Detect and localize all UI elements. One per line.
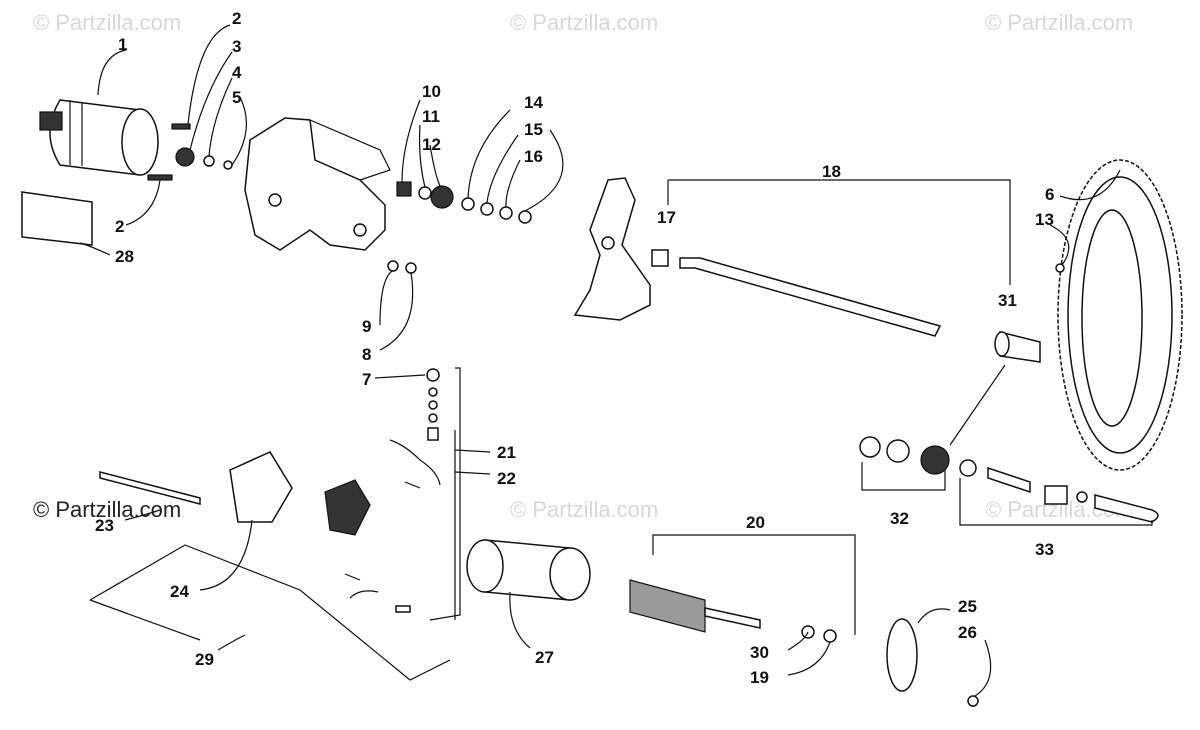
ring-gear-part[interactable] [1057,159,1183,471]
callout-1: 1 [118,35,127,54]
callout-32: 32 [890,509,909,528]
callout-25: 25 [958,597,977,616]
gear-part[interactable] [430,185,454,209]
washer-part[interactable] [428,413,438,423]
washer-part[interactable] [823,629,837,643]
label-part[interactable] [21,191,93,246]
bushing-part[interactable] [396,181,412,197]
washer-part[interactable] [959,459,977,477]
spring-part[interactable] [987,466,1031,494]
washer-part[interactable] [518,210,532,224]
callout-21: 21 [497,443,516,462]
washer-part[interactable] [428,387,438,397]
screw-part[interactable] [395,605,411,613]
pinion-gear-part[interactable] [175,147,195,167]
brush-spring-part[interactable] [344,573,361,581]
callout-16: 16 [524,147,543,166]
shaft-bushing-part[interactable] [651,249,669,267]
callout-30: 30 [750,643,769,662]
starter-motor-part[interactable] [39,99,159,176]
washer-part[interactable] [480,202,494,216]
washer-part[interactable] [203,155,215,167]
callout-4: 4 [232,63,242,82]
nut-part[interactable] [967,695,979,707]
clip-part[interactable] [1076,491,1088,503]
callout-22: 22 [497,469,516,488]
callout-33: 33 [1035,540,1054,559]
callout-27: 27 [535,648,554,667]
callout-8: 8 [362,345,371,364]
washer-part[interactable] [886,439,910,463]
callout-12: 12 [422,135,441,154]
washer-part[interactable] [223,160,233,170]
brush-lead-part[interactable] [389,439,441,486]
brush-spring-part[interactable] [404,481,421,489]
armature-part[interactable] [629,579,761,633]
callout-6: 6 [1045,185,1054,204]
callout-5: 5 [232,88,241,107]
drive-shaft-part[interactable] [679,257,942,337]
washer-part[interactable] [428,400,438,410]
rivet-part[interactable] [1055,263,1065,273]
callout-19: 19 [750,668,769,687]
watermark-top-right: © Partzilla.com [985,10,1134,35]
brush-holder-part[interactable] [324,479,371,536]
callout-29: 29 [195,650,214,669]
motor-housing-part[interactable] [466,539,591,601]
support-bracket-part[interactable] [573,177,651,321]
callout-7: 7 [362,370,371,389]
callout-26: 26 [958,623,977,642]
callout-15: 15 [524,120,543,139]
callout-18: 18 [822,162,841,181]
callout-23: 23 [95,516,114,535]
screw-part[interactable] [147,174,173,181]
mounting-bracket-part[interactable] [244,117,386,251]
callout-28: 28 [115,247,134,266]
washer-part[interactable] [418,186,432,200]
terminal-bolt-part[interactable] [427,427,439,441]
washer-part[interactable] [859,436,881,458]
watermark-top-left: © Partzilla.com [33,10,182,35]
washer-part[interactable] [461,197,475,211]
callout-10: 10 [422,82,441,101]
through-bolt-part[interactable] [99,471,201,505]
watermark-mid-left: © Partzilla.com [33,497,182,522]
nut-part[interactable] [405,262,417,274]
clutch-gear-part[interactable] [920,445,950,475]
callout-2: 2 [232,9,241,28]
snap-ring-part[interactable] [499,206,513,220]
end-plate-part[interactable] [886,618,918,692]
watermark-top-center: © Partzilla.com [510,10,659,35]
callout-13: 13 [1035,210,1054,229]
callout-2b: 2 [115,217,124,236]
end-cap-part[interactable] [229,451,293,523]
callout-17: 17 [657,208,676,227]
brush-lead-part[interactable] [349,590,379,599]
screw-part[interactable] [171,123,191,130]
callout-9: 9 [362,317,371,336]
callout-20: 20 [746,513,765,532]
spacer-part[interactable] [1044,485,1068,505]
watermark-mid-center: © Partzilla.com [510,497,659,522]
lock-washer-part[interactable] [387,260,399,272]
nut-part[interactable] [426,368,440,382]
callout-31: 31 [998,291,1017,310]
callout-3: 3 [232,37,241,56]
cap-part[interactable] [1094,494,1159,523]
callout-14: 14 [524,93,543,112]
callout-24: 24 [170,582,189,601]
callout-11: 11 [422,107,440,126]
